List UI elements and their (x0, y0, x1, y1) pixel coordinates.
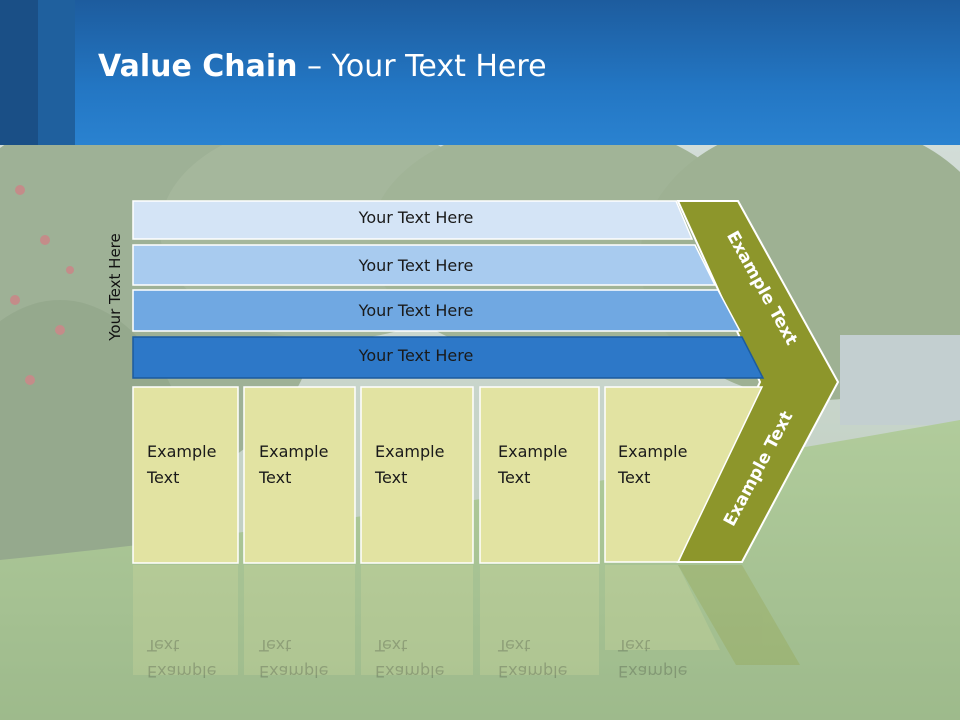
box-2-line1: Example (259, 442, 329, 461)
box-2-line2: Text (259, 468, 292, 487)
box-3-line2: Text (375, 468, 408, 487)
band-2-shape (132, 244, 717, 286)
box-4-line1: Example (498, 442, 568, 461)
box-1-line1: Example (147, 442, 217, 461)
boxes-reflection (133, 565, 800, 675)
side-label: Your Text Here (106, 233, 124, 341)
slide-title: Value Chain – Your Text Here (98, 52, 547, 82)
band-1-shape (132, 200, 694, 240)
slide-title-rest: – Your Text Here (297, 49, 547, 84)
slide-title-bold: Value Chain (98, 49, 298, 84)
box-3-shape (360, 386, 474, 564)
band-4-label: Your Text Here (358, 346, 474, 365)
band-1-label: Your Text Here (358, 208, 474, 227)
box-1-shape (132, 386, 239, 564)
box-2-shape (243, 386, 356, 564)
band-3-shape (132, 289, 742, 332)
box-3-line1: Example (375, 442, 445, 461)
title-bar: Value Chain – Your Text Here (0, 0, 960, 145)
band-3-label: Your Text Here (358, 301, 474, 320)
box-5-line1: Example (618, 442, 688, 461)
box-5-shape (604, 386, 764, 563)
box-5-line2: Text (618, 468, 651, 487)
box-4-line2: Text (498, 468, 531, 487)
box-1-line2: Text (147, 468, 180, 487)
band-4-shape (132, 336, 765, 379)
box-4-shape (479, 386, 600, 564)
chevron-arrow (676, 200, 840, 563)
band-2-label: Your Text Here (358, 256, 474, 275)
header-accent-dark (0, 0, 38, 145)
header-accent-mid (38, 0, 75, 145)
